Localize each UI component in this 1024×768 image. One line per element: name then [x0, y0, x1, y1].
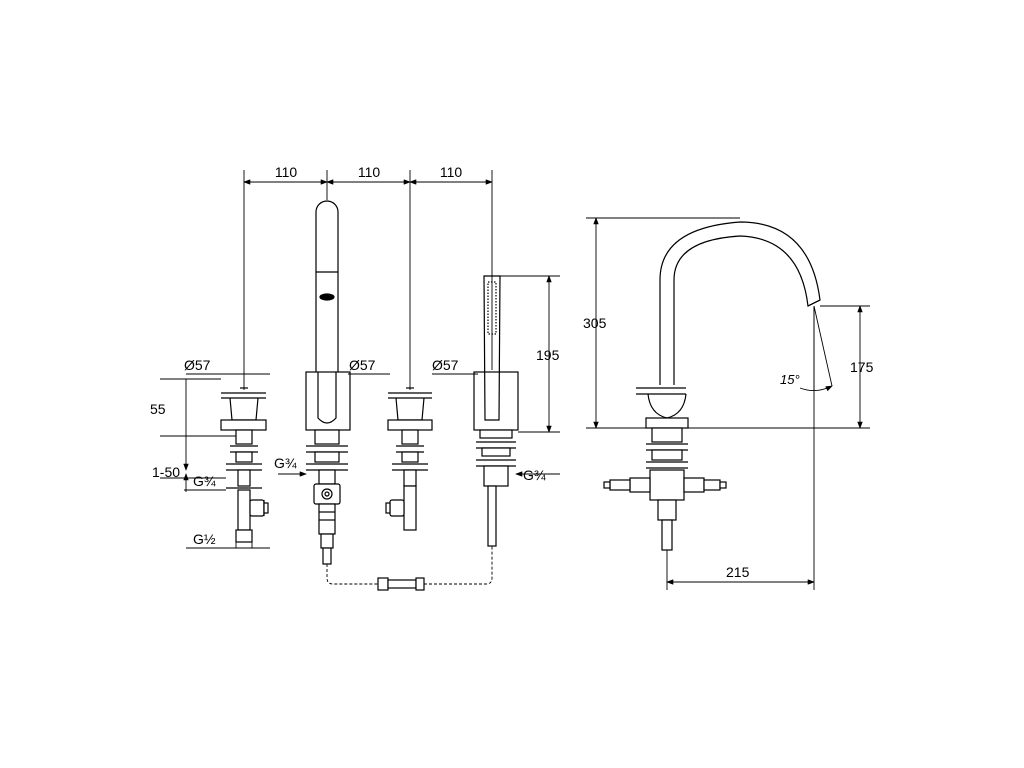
hand-shower — [473, 275, 519, 547]
right-valve-dimensions: Ø57 — [432, 357, 478, 375]
dia-right-label: Ø57 — [432, 357, 459, 373]
spacing-label-2: 110 — [358, 164, 381, 180]
left-valve — [220, 387, 269, 543]
shower-height-label: 195 — [536, 347, 560, 363]
spout-side — [603, 221, 821, 551]
dia-spout-label: Ø57 — [349, 357, 376, 373]
left-dimensions: 55 1-50 G¾ Ø57 G½ — [150, 357, 270, 549]
dia-left-label: Ø57 — [184, 357, 211, 373]
thread-shower-label: G¾ — [523, 467, 546, 483]
thread-left-label: G¾ — [193, 473, 216, 489]
spacing-label-3: 110 — [440, 164, 463, 180]
spout-dimensions: Ø57 G¾ — [274, 357, 390, 477]
spout-total-height-label: 305 — [583, 315, 607, 331]
right-valve — [385, 387, 433, 531]
thread-spout-label: G¾ — [274, 455, 297, 471]
spout-angle-label: 15° — [780, 372, 800, 387]
spout-projection-label: 215 — [726, 564, 750, 580]
side-dimensions: 305 175 15° 215 — [583, 217, 874, 590]
shower-dimensions: 195 G¾ — [500, 275, 560, 483]
deck-thickness-label: 1-50 — [152, 464, 180, 480]
hose — [326, 546, 493, 591]
spacing-dimensions: 110 110 110 — [243, 164, 493, 390]
thread-bottom-label: G½ — [193, 531, 216, 547]
spout-outlet-height-label: 175 — [850, 359, 874, 375]
spacing-label-1: 110 — [275, 164, 298, 180]
spout-front — [305, 200, 351, 565]
height-rosette-label: 55 — [150, 401, 166, 417]
